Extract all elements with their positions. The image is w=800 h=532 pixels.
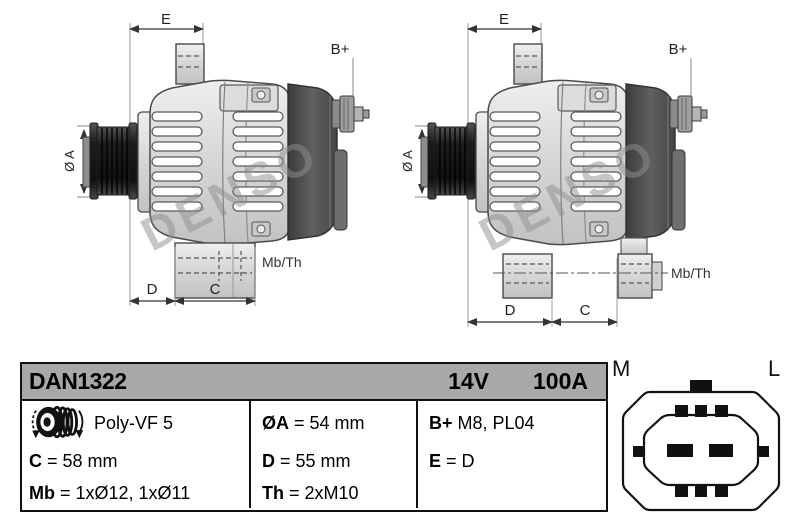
connector-left-tab xyxy=(633,446,645,457)
spec-empty-cell xyxy=(418,478,606,508)
spec-d-label: D xyxy=(262,451,275,471)
mbth-label: Mb/Th xyxy=(262,254,302,270)
spec-oa-label: ØA xyxy=(262,412,289,433)
spec-d-cell: D = 55 mm xyxy=(251,445,416,478)
mbth-label: Mb/Th xyxy=(671,265,711,281)
alternator-drawing-right: DENSO E Ø A B+ Mb/Th D C xyxy=(400,11,711,327)
spec-table: DAN1322 14V 100A xyxy=(20,362,608,512)
spec-e-cell: E = D xyxy=(418,445,606,478)
spec-b-cell: B+ M8, PL04 xyxy=(418,401,606,445)
connector-pin-m xyxy=(667,444,693,457)
connector-right-tab xyxy=(757,446,769,457)
alternator-drawing-left: DENSO E Ø A B+ Mb/Th D C xyxy=(62,11,400,306)
spec-b-value: M8, PL04 xyxy=(457,412,535,433)
spec-e-value: = D xyxy=(446,451,475,471)
spec-c-label: C xyxy=(29,451,42,471)
belt-type-cell: Poly-VF 5 xyxy=(22,401,249,445)
dimension-d-c xyxy=(467,235,618,327)
spec-mb-label: Mb xyxy=(29,482,55,503)
spec-c-cell: C = 58 mm xyxy=(22,445,249,478)
dim-d-label: D xyxy=(147,281,158,298)
spec-th-cell: Th = 2xM10 xyxy=(251,478,416,508)
spec-oa-value: = 54 mm xyxy=(294,412,365,433)
belt-type-value: Poly-VF 5 xyxy=(94,412,174,433)
spec-e-label: E xyxy=(429,451,442,471)
spec-b-label: B+ xyxy=(429,412,453,433)
spec-column-3: B+ M8, PL04 E = D xyxy=(416,401,606,508)
bottom-mount-lug xyxy=(174,242,256,299)
spec-column-2: ØA = 54 mm D = 55 mm Th = 2xM10 xyxy=(249,401,416,508)
spec-oa-cell: ØA = 54 mm xyxy=(251,401,416,445)
dimension-d-c xyxy=(129,235,256,306)
dim-c-label: C xyxy=(210,281,221,298)
voltage-rating: 14V xyxy=(448,368,490,394)
bottom-mount-lugs xyxy=(493,237,668,299)
b-plus-label: B+ xyxy=(331,41,350,58)
dim-d-label: D xyxy=(505,302,516,319)
dim-a-label: Ø A xyxy=(62,150,77,172)
spec-mb-cell: Mb = 1xØ12, 1xØ11 xyxy=(22,478,249,508)
part-number: DAN1322 xyxy=(29,368,127,394)
dim-e-label: E xyxy=(499,11,509,28)
connector-pin-l xyxy=(709,444,733,457)
connector-outline xyxy=(621,380,781,512)
terminal-m-label: M xyxy=(612,356,630,381)
b-plus-label: B+ xyxy=(669,41,688,58)
spec-table-header: DAN1322 14V 100A xyxy=(22,364,606,401)
current-rating: 100A xyxy=(533,368,588,394)
connector-top-tab xyxy=(690,380,712,393)
spec-c-value: = 58 mm xyxy=(47,451,118,471)
spec-mb-value: = 1xØ12, 1xØ11 xyxy=(60,482,191,503)
dim-a-label: Ø A xyxy=(400,150,415,172)
spec-th-value: = 2xM10 xyxy=(289,482,359,503)
pulley-icon xyxy=(31,405,84,439)
spec-column-1: Poly-VF 5 C = 58 mm Mb = 1xØ12, 1xØ11 xyxy=(22,401,249,508)
connector-diagram: M L xyxy=(612,356,781,512)
spec-th-label: Th xyxy=(262,482,284,503)
terminal-l-label: L xyxy=(768,356,780,381)
spec-d-value: = 55 mm xyxy=(280,451,351,471)
spec-table-body: Poly-VF 5 C = 58 mm Mb = 1xØ12, 1xØ11 ØA… xyxy=(22,401,606,508)
dim-e-label: E xyxy=(161,11,171,28)
dim-c-label: C xyxy=(580,302,591,319)
